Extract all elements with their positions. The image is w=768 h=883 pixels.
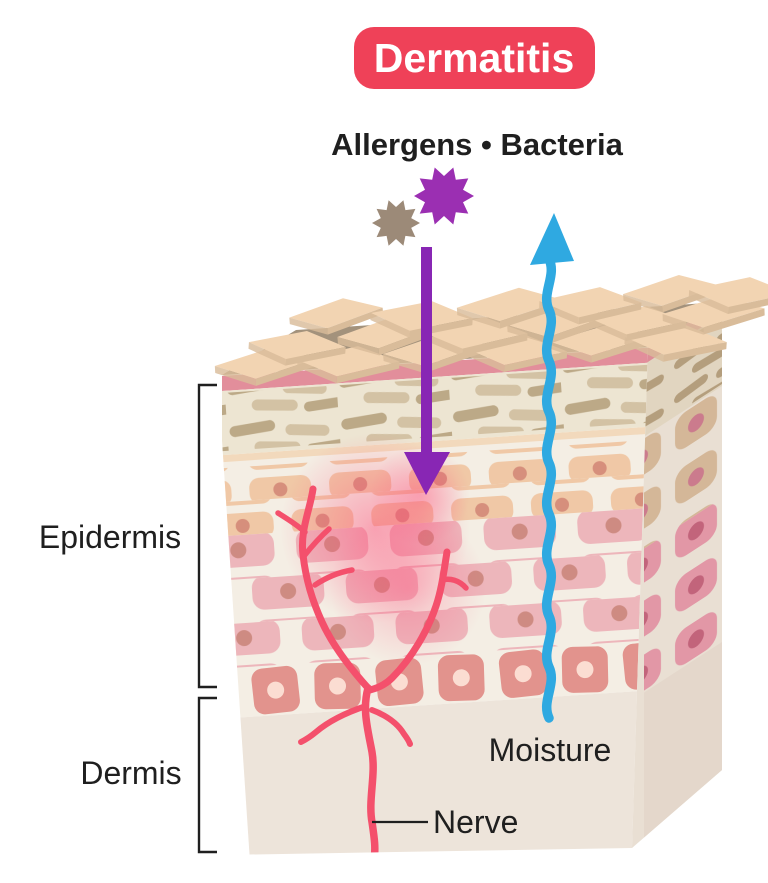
epidermis-bracket — [197, 383, 217, 689]
dermis-layer — [240, 688, 648, 855]
subtitle-label: Allergens • Bacteria — [331, 127, 623, 162]
skin-side-face — [632, 302, 722, 848]
nerve-label: Nerve — [433, 804, 518, 840]
moisture-label: Moisture — [489, 732, 612, 768]
dermis-label: Dermis — [80, 755, 181, 791]
arrow-up-wavy-icon — [530, 213, 574, 723]
dermis-bracket — [197, 696, 217, 854]
arrow-down-icon — [404, 247, 450, 495]
epidermis-label: Epidermis — [39, 519, 181, 555]
title-badge — [354, 27, 595, 89]
nerve-fiber — [275, 485, 469, 855]
skin-top-surface — [214, 272, 768, 388]
epidermis-front-face — [222, 347, 648, 855]
bacteria-star-icon — [414, 167, 474, 225]
allergen-star-icon — [372, 200, 420, 246]
title-badge-label: Dermatitis — [374, 35, 575, 81]
